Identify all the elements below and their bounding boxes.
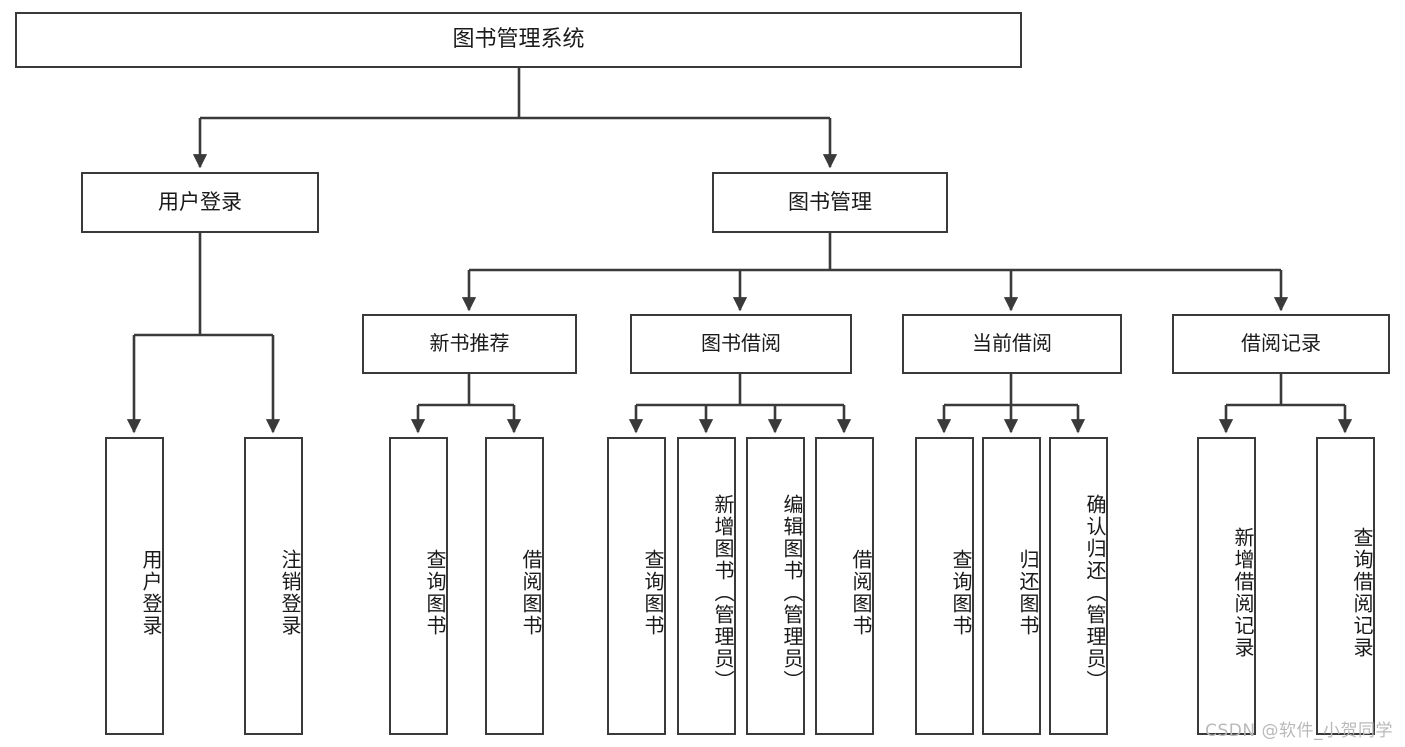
- leaf-record-add-record[interactable]: 新增借阅记录: [1197, 437, 1256, 735]
- leaf-borrow-add-book-admin[interactable]: 新增图书（管理员）: [677, 437, 736, 735]
- leaf-recommend-query-book[interactable]: 查询图书: [389, 437, 448, 735]
- watermark-text: CSDN @软件_小贺同学: [1205, 721, 1393, 741]
- node-root-system[interactable]: 图书管理系统: [15, 12, 1022, 68]
- leaf-record-query-record[interactable]: 查询借阅记录: [1316, 437, 1375, 735]
- leaf-user-login-login[interactable]: 用户登录: [105, 437, 164, 735]
- node-user-login[interactable]: 用户登录: [81, 172, 319, 233]
- leaf-recommend-borrow-book[interactable]: 借阅图书: [485, 437, 544, 735]
- leaf-current-query-book[interactable]: 查询图书: [915, 437, 974, 735]
- leaf-current-confirm-return-admin[interactable]: 确认归还（管理员）: [1049, 437, 1108, 735]
- leaf-current-return-book[interactable]: 归还图书: [982, 437, 1041, 735]
- leaf-borrow-borrow-book[interactable]: 借阅图书: [815, 437, 874, 735]
- node-book-borrow[interactable]: 图书借阅: [630, 314, 852, 374]
- leaf-borrow-query-book[interactable]: 查询图书: [607, 437, 666, 735]
- node-book-management[interactable]: 图书管理: [712, 172, 948, 233]
- leaf-borrow-edit-book-admin[interactable]: 编辑图书（管理员）: [746, 437, 805, 735]
- node-borrow-record[interactable]: 借阅记录: [1172, 314, 1390, 374]
- leaf-user-login-logout[interactable]: 注销登录: [244, 437, 303, 735]
- node-current-borrow[interactable]: 当前借阅: [902, 314, 1122, 374]
- node-new-book-recommend[interactable]: 新书推荐: [362, 314, 577, 374]
